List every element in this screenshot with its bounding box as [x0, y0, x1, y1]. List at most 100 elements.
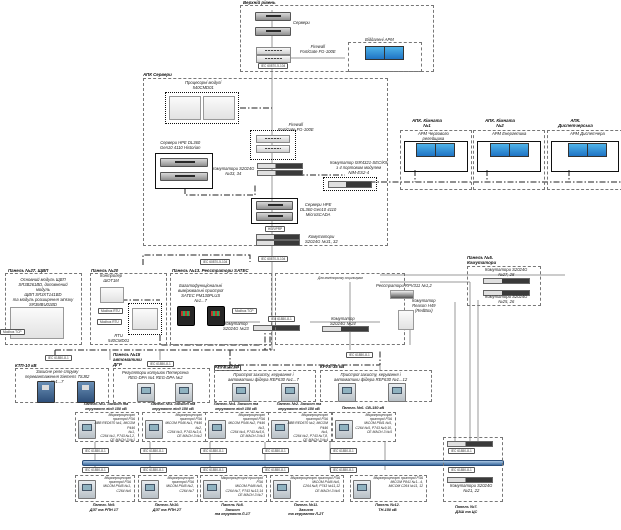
bay1-label: Захисне реле струму перевантаження Sieme…: [25, 369, 90, 384]
top-firewall-2[interactable]: [256, 55, 291, 63]
satec-meter-1[interactable]: [177, 306, 195, 326]
remote-monitor-2[interactable]: [384, 46, 404, 60]
apk-firewall-2[interactable]: [256, 145, 290, 153]
isr-group: [323, 177, 377, 191]
switch-31[interactable]: [256, 234, 300, 240]
satec-meter-n[interactable]: [207, 306, 225, 326]
iec61850-bus[interactable]: [82, 460, 504, 466]
upper-panel-text: Мікропроцесорні пристрої РЗА MiCOM P546 …: [228, 413, 265, 439]
bay2-label: Регулятори котушок Петерсена REG-DPA №1 …: [122, 370, 189, 380]
switches-31-32-label: Комутатори S2024G №31, 32: [305, 234, 338, 244]
rpv-recorder[interactable]: [390, 290, 414, 299]
remote-monitor-1[interactable]: [365, 46, 385, 60]
switch-22[interactable]: [447, 477, 493, 483]
recorders-note: Для моніторингу осцилограм: [318, 276, 363, 280]
lower-panel-device: [353, 480, 371, 499]
ws2-title: АПК. Кімната №2: [485, 118, 515, 128]
bay3-group: [214, 370, 316, 402]
switch-27-28[interactable]: [483, 278, 530, 284]
panel27-description: Основний модуль ЩВП SR3B261BD, доповнени…: [12, 277, 74, 307]
ws1-desk: [404, 141, 468, 172]
switch-21[interactable]: [447, 441, 493, 447]
switch-24[interactable]: [322, 326, 369, 332]
shot-controller[interactable]: [100, 287, 124, 303]
top-level-group: [240, 5, 434, 72]
upper-panel-text: Мікропроцесорні пристрої РЗА ABB RED670 …: [94, 413, 135, 443]
historian-server-2[interactable]: [160, 172, 208, 181]
bus-tag-upper: IEC 61850-8-1: [330, 448, 357, 454]
ws2-group: [473, 130, 545, 190]
ws3-monitor-2[interactable]: [587, 143, 607, 157]
switch-33[interactable]: [257, 163, 303, 169]
lower-panel-title: Панель №12. ТН-150 кВ: [375, 503, 400, 512]
apk-protocol-tag: IEC 60870-5-104: [258, 256, 289, 262]
upper-panel-device: [208, 420, 226, 439]
sw-27-28-label: Комутатори S2024G №27, 28: [485, 267, 528, 277]
lower-panel-title: Панель №8. Захист та керування Л-1Т: [214, 503, 251, 517]
upper-panel-device: [335, 420, 353, 439]
lower-panel-title: Панель №9. ДЗТ та РПН 1Т: [89, 503, 119, 512]
top-firewall-1[interactable]: [256, 47, 291, 55]
proc-modules-label: Процесорні модулі 540CMD01: [185, 80, 222, 90]
top-server-1[interactable]: [255, 12, 291, 21]
lower-panel-device: [273, 480, 291, 499]
ws2-monitor-2[interactable]: [509, 143, 529, 157]
microscada-server-2[interactable]: [256, 212, 293, 221]
isr-router[interactable]: [328, 181, 372, 188]
modbus-rtu-tag-1: Modbus RTU: [98, 308, 123, 314]
bay4-title: КРУЕ-35 кВ: [320, 364, 345, 369]
ws1-monitor-2[interactable]: [435, 143, 455, 157]
top-server-2[interactable]: [255, 27, 291, 36]
top-level-title: Верхній рівень: [243, 0, 276, 5]
panel5-title: Панель №5. Комутатори: [467, 255, 497, 265]
switch23-label: Комутатор S2024G №23: [223, 321, 249, 331]
ref630-10kv-n[interactable]: [281, 383, 299, 402]
isr-label: Комутатор ISR4321-SEC/K9 з 4 портовим мо…: [330, 160, 388, 175]
upper-panel-text: Мікропроцесорні пристрої РЗА MiCOM P546 …: [165, 413, 202, 439]
siemens-relay-1[interactable]: [37, 381, 55, 403]
historian-label: Сервери HPE DL360 Gen10 4110 Historian: [160, 140, 201, 150]
bay2-title: Панель №15 автоматики ДГР: [113, 352, 142, 367]
bay4-group: [320, 370, 432, 402]
panel7-group: [443, 437, 503, 502]
apk-firewall-label: Firewall FortiGate FG-100E: [278, 122, 314, 132]
bay4-tag: IEC 61850-8-1: [346, 352, 373, 358]
panel7-switch-label: Комутатори S2024G №21, 22: [450, 483, 493, 493]
upper-panel-text: Мікропроцесорні пристрої РЗА ABB RED670 …: [287, 413, 328, 443]
rpv-label: Реєстратори RPV311 №1,2: [376, 283, 432, 288]
lower-panel-text: Мікропроцесорні пристрої РЗА MiCOM P645 …: [166, 476, 194, 493]
historian-group: [155, 153, 213, 189]
reason-redbox[interactable]: [398, 310, 414, 330]
panel20-title: Панель №20: [91, 268, 119, 273]
proc-module-2[interactable]: [203, 96, 235, 120]
microscada-server-1[interactable]: [256, 201, 293, 210]
rtu-group: [128, 303, 162, 335]
ref630-35kv-n[interactable]: [388, 383, 406, 402]
upper-panel-title: Панель №1. Захист та керування лінії 150…: [83, 402, 129, 411]
ws1-monitor-1[interactable]: [416, 143, 436, 157]
ref630-35kv-1[interactable]: [338, 383, 356, 402]
ref630-10kv-1[interactable]: [232, 383, 250, 402]
reg-dpa-2[interactable]: [175, 383, 193, 402]
apk-firewall-1[interactable]: [256, 135, 290, 143]
rtu-device[interactable]: [132, 308, 158, 330]
ws2-monitor-1[interactable]: [490, 143, 510, 157]
ws3-monitor-1[interactable]: [568, 143, 588, 157]
recorders-group: [275, 273, 405, 345]
microscada-label: Сервери HPE DL360 Gen10 4110 MicroSCADA: [300, 202, 337, 217]
ws1-group: [400, 130, 472, 190]
upper-panel-device: [78, 420, 96, 439]
switch-32[interactable]: [256, 240, 300, 246]
switch-25-26[interactable]: [483, 290, 530, 296]
historian-server-1[interactable]: [160, 158, 208, 167]
rtu-label: RTU 540CMD01: [108, 333, 130, 343]
ws1-label: АРМ Чергового релейщика: [418, 131, 449, 141]
proc-module-1[interactable]: [169, 96, 201, 120]
switch-23[interactable]: [253, 325, 300, 331]
switch-34[interactable]: [257, 170, 303, 176]
reg-dpa-1[interactable]: [137, 383, 155, 402]
lower-panel-text: Мікропроцесорні пристрої РЗА MiCOM P841 …: [373, 476, 423, 489]
panel13-title: Панель №13. Реєстратори SATEC: [172, 268, 249, 273]
siemens-relay-n[interactable]: [77, 381, 95, 403]
